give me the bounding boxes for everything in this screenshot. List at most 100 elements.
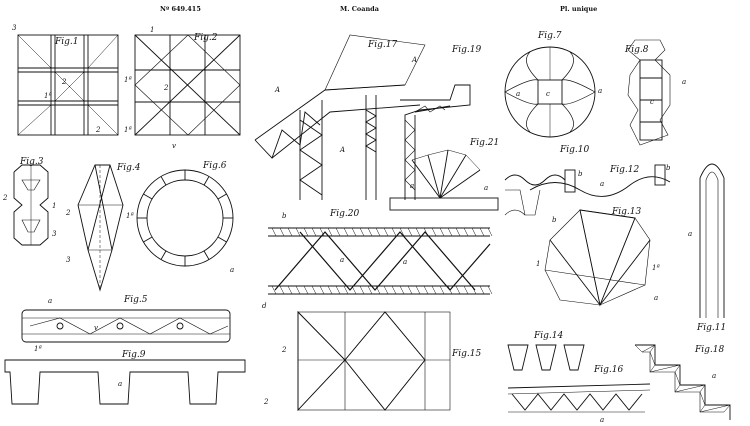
truss-chord-tick [447, 227, 453, 237]
fig3-column [13, 164, 49, 246]
fig4-lattice-column [77, 164, 124, 292]
fig1-square-grid [17, 34, 119, 136]
truss-chord-tick [367, 227, 373, 237]
fig15-label: Fig.15 [451, 349, 481, 359]
truss-chord-tick [271, 227, 277, 237]
truss-chord-tick [479, 285, 485, 295]
fig18-label: Fig.18 [694, 345, 724, 355]
fig2-letter-v: v [172, 142, 176, 150]
fig11-letter-a: a [688, 230, 692, 238]
fig16-label: Fig.16 [593, 365, 623, 375]
truss-chord-tick [351, 285, 357, 295]
truss-chord-tick [295, 227, 301, 237]
fig7-letter-c: c [546, 90, 550, 98]
fig10-label: Fig.10 [559, 145, 589, 155]
truss-chord-tick [415, 227, 421, 237]
fig4-letter-2: 2 [65, 209, 71, 217]
fig15-letter-2-lower: 2 [263, 398, 269, 406]
fig7-letter-a: a [516, 90, 520, 98]
fig8-letter-c: c [650, 98, 654, 106]
truss-chord-tick [279, 227, 285, 237]
fig12-letter-b: b [578, 170, 583, 178]
fig13-label: Fig.13 [611, 207, 641, 217]
fig12-letter-b-right: b [666, 164, 671, 172]
truss-chord-tick [431, 227, 437, 237]
truss-chord-tick [311, 227, 317, 237]
truss-chord-tick [359, 285, 365, 295]
fig1-label: Fig.1 [54, 37, 78, 47]
truss-chord-tick [439, 227, 445, 237]
fig11-label: Fig.11 [696, 323, 726, 333]
fig10-wavy-section [504, 174, 566, 216]
fig9-letter-a: a [118, 380, 122, 388]
fig13-letter-1: 1 [536, 260, 540, 268]
fig12-letter-a: a [600, 180, 604, 188]
fig19-bracket [400, 84, 471, 200]
fig20-triangular-truss [268, 227, 493, 295]
truss-chord-tick [367, 285, 373, 295]
fig20-letter-b: b [282, 212, 287, 220]
fig21-fan-joint [389, 149, 499, 211]
truss-chord-tick [479, 227, 485, 237]
fig13-letter-b: b [552, 216, 557, 224]
truss-chord-tick [487, 285, 493, 295]
ring-segment-divider [203, 250, 210, 260]
truss-chord-tick [279, 285, 285, 295]
fig7-label: Fig.7 [537, 31, 562, 41]
truss-chord-tick [343, 285, 349, 295]
fig5-letter-1a: 1ª [34, 345, 42, 353]
fig20-letter-a: a [340, 256, 344, 264]
inventor-name: M. Coanda [340, 5, 379, 13]
fig12-wave-beam [529, 164, 671, 197]
ring-segment-divider [217, 236, 227, 243]
truss-chord-tick [335, 285, 341, 295]
fig11-arch [699, 163, 725, 318]
truss-chord-tick [463, 285, 469, 295]
fig7-dome [504, 46, 596, 138]
fig19-label: Fig.19 [451, 45, 481, 55]
truss-chord-tick [303, 285, 309, 295]
fig20-letter-a-right: a [403, 258, 407, 266]
fig3-letter-1: 1 [52, 202, 56, 210]
fig5-label: Fig.5 [123, 295, 148, 305]
fig12-label: Fig.12 [609, 165, 639, 175]
ring-segment-divider [160, 176, 167, 186]
fig2-letter-1a-lower: 1ª [124, 126, 132, 134]
truss-chord-tick [327, 227, 333, 237]
fig17-letter-A-top: A [411, 56, 417, 64]
fig6-label: Fig.6 [202, 161, 227, 171]
truss-chord-tick [391, 227, 397, 237]
fig2-label: Fig.2 [193, 33, 218, 43]
truss-chord-tick [487, 227, 493, 237]
truss-chord-tick [327, 285, 333, 295]
fig9-slab-section [4, 359, 246, 405]
truss-chord-tick [287, 227, 293, 237]
truss-chord-tick [455, 227, 461, 237]
fig21-label: Fig.21 [469, 138, 499, 148]
fig1-letter-3: 3 [12, 24, 17, 32]
fig5-beam [21, 309, 231, 343]
truss-chord-tick [383, 227, 389, 237]
fig15-diamond-panel [297, 310, 451, 412]
fig3-letter-2: 2 [2, 194, 8, 202]
ring-segment-divider [160, 250, 167, 260]
truss-chord-tick [287, 285, 293, 295]
truss-chord-tick [407, 285, 413, 295]
ring-segment-divider [143, 193, 153, 200]
fig4-letter-3: 3 [66, 256, 71, 264]
ring-segment-divider [217, 193, 227, 200]
fig8-letter-a: a [682, 78, 686, 86]
truss-chord-tick [311, 285, 317, 295]
fig3-label: Fig.3 [19, 157, 44, 167]
fig13-letter-a: a [654, 294, 658, 302]
fig16-letter-a: a [600, 416, 604, 424]
truss-chord-tick [303, 227, 309, 237]
fig4-letter-1a: 1ª [126, 212, 134, 220]
truss-chord-tick [423, 285, 429, 295]
fig17-letter-A-mid: A [339, 146, 345, 154]
fig7-letter-a-right: a [598, 87, 602, 95]
truss-chord-tick [399, 227, 405, 237]
truss-chord-tick [447, 285, 453, 295]
truss-chord-tick [407, 227, 413, 237]
ring-segment-divider [143, 236, 153, 243]
